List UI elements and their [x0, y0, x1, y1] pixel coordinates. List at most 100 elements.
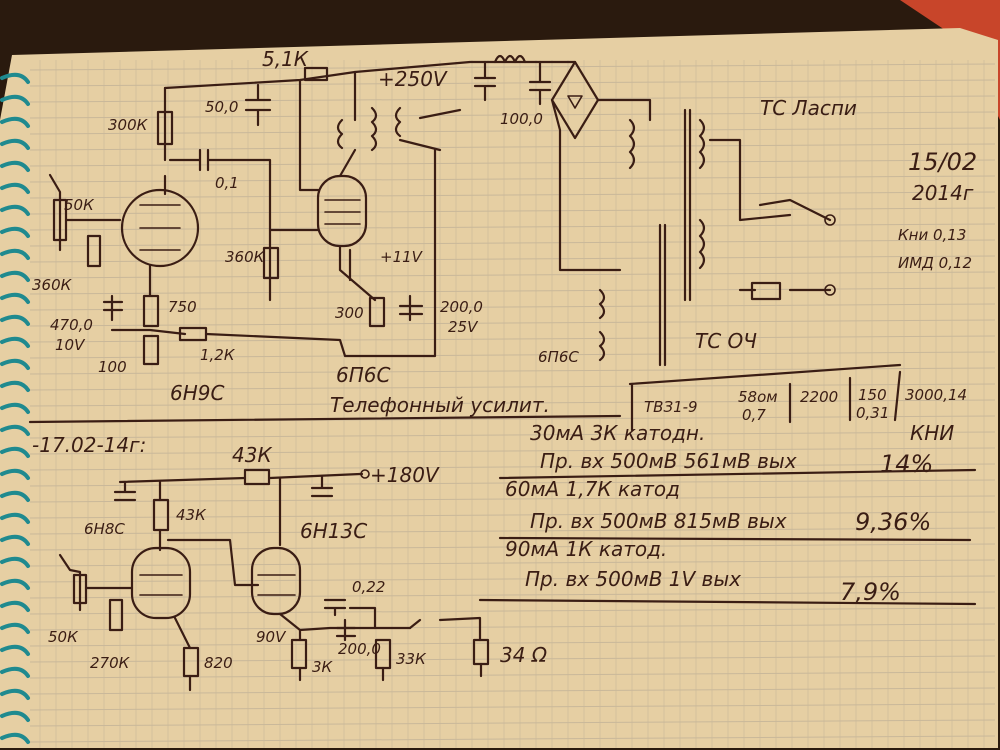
spiral-ring: [0, 204, 30, 216]
grid-line-h: [29, 687, 996, 695]
label-tube-6p6s: 6П6С: [336, 363, 390, 387]
grid-line-h: [29, 511, 996, 519]
spiral-ring: [0, 402, 30, 414]
output-transformer-secondary-1: [370, 106, 378, 152]
measurement-1-line2: Пр. вх 500мВ 561мВ вых: [540, 449, 797, 473]
spiral-ring: [0, 468, 30, 480]
cap-200: [398, 294, 424, 322]
grid-line-h: [29, 447, 996, 455]
label-tube-6n13s: 6Н13С: [300, 519, 367, 543]
label-r-300: 300: [335, 304, 364, 322]
measurement-3-line2: Пр. вх 500мВ 1V вых: [525, 567, 741, 591]
output-winding: [394, 106, 462, 152]
triode-6n8s: [130, 546, 192, 620]
grid-line-h: [29, 303, 996, 311]
measurement-1-rule: [498, 468, 977, 480]
terminal-2: [824, 284, 836, 296]
filter-cap-2: [528, 60, 552, 106]
feedback-line: [204, 148, 437, 358]
notebook-page: [0, 28, 998, 748]
resistor-360k-grid: [86, 234, 102, 268]
spiral-ring: [0, 446, 30, 458]
grid-line-h: [29, 719, 996, 727]
cathode-lead-b1: [173, 616, 192, 692]
grid-line-h: [29, 191, 996, 199]
label-r-750: 750: [168, 298, 197, 316]
label-v-10: 10V: [55, 336, 86, 354]
triode-b1-electrodes: [139, 574, 183, 596]
label-pot-50k: 50К: [64, 196, 95, 214]
spiral-ring: [0, 578, 30, 590]
triode-6n13s: [250, 546, 302, 616]
table-v2: 2200: [800, 388, 838, 406]
bottom-circuit-labels: -17.02-14г: 43К +180V 6Н8С 43К 6Н13С 0,2…: [32, 433, 548, 676]
spiral-ring: [0, 644, 30, 656]
label-fil-11v: +11V: [380, 248, 424, 266]
label-v-25: 25V: [448, 318, 479, 336]
grid-line-h: [29, 79, 996, 87]
table-v1: 58ом: [738, 388, 778, 406]
spiral-ring: [0, 292, 30, 304]
grid-line-h: [29, 111, 996, 119]
grid-line-h: [29, 543, 996, 551]
grid-line-h: [29, 399, 996, 407]
label-c-100: 100,0: [500, 110, 543, 128]
label-r-300k: 300К: [108, 116, 149, 134]
resistor-43k-top: [243, 468, 271, 486]
spiral-ring: [0, 710, 30, 722]
label-c-200: 200,0: [440, 298, 483, 316]
triode-6n9s: [120, 188, 200, 268]
label-r-360k-grid: 360К: [32, 276, 73, 294]
date-bottom: -17.02-14г:: [32, 433, 146, 457]
label-c-200-b: 200,0: [338, 640, 381, 658]
label-tube-6n8s: 6Н8С: [84, 520, 125, 538]
label-plus-180: +180V: [370, 463, 440, 487]
date-notes: 15/02 2014г Кни 0,13 ИМД 0,12: [898, 148, 977, 272]
top-circuit-labels: 5,1К +250V 50,0 300К 0,1 50К 360К 360К +…: [32, 47, 857, 405]
bottom-circuit: [58, 468, 490, 692]
amp-title: Телефонный усилит.: [330, 393, 550, 417]
pentode-grids: [324, 199, 361, 225]
spiral-ring: [0, 138, 30, 150]
year-top: 2014г: [912, 181, 974, 205]
grid-line-h: [29, 319, 996, 327]
label-c-022: 0,22: [352, 578, 385, 596]
measurement-2-kni: 9,36%: [855, 508, 931, 536]
pentode-6p6s: [316, 174, 368, 248]
label-v-90: 90V: [256, 628, 287, 646]
label-r-360k: 360К: [225, 248, 266, 266]
spiral-ring: [0, 512, 30, 524]
label-r-820: 820: [204, 654, 233, 672]
spiral-ring: [0, 424, 30, 436]
grid-line-h: [29, 431, 996, 439]
spiral-ring: [0, 688, 30, 700]
grid-line-h: [29, 143, 996, 151]
terminal-1: [824, 214, 836, 226]
spiral-ring: [0, 622, 30, 634]
transformer-windings-2: [598, 218, 706, 362]
label-r-51k: 5,1К: [262, 47, 309, 71]
table-v3: 150: [858, 386, 887, 404]
screen-lead: [268, 78, 320, 232]
spiral-ring: [0, 72, 30, 84]
resistor-43k: [152, 498, 170, 532]
grid-line-h: [29, 271, 996, 279]
grid-line-h: [29, 655, 996, 663]
secondary-leads: [708, 138, 832, 292]
lamp-element: [750, 281, 782, 301]
label-tube-6p6s-b: 6П6С: [538, 348, 579, 366]
bplus-terminal: [360, 469, 370, 479]
spiral-ring: [0, 732, 30, 744]
grid-line-h: [29, 495, 996, 503]
cathode-lead: [110, 264, 187, 336]
label-tube-6n9s: 6Н9С: [170, 381, 224, 405]
grid-line-h: [29, 95, 996, 103]
table-v4: 3000,14: [905, 386, 967, 404]
spiral-binding: [0, 72, 30, 744]
section-separator: [28, 414, 622, 424]
spiral-ring: [0, 248, 30, 260]
decoupling-cap-50: [244, 83, 272, 127]
label-c-470: 470,0: [50, 316, 93, 334]
grid-line-h: [29, 623, 996, 631]
